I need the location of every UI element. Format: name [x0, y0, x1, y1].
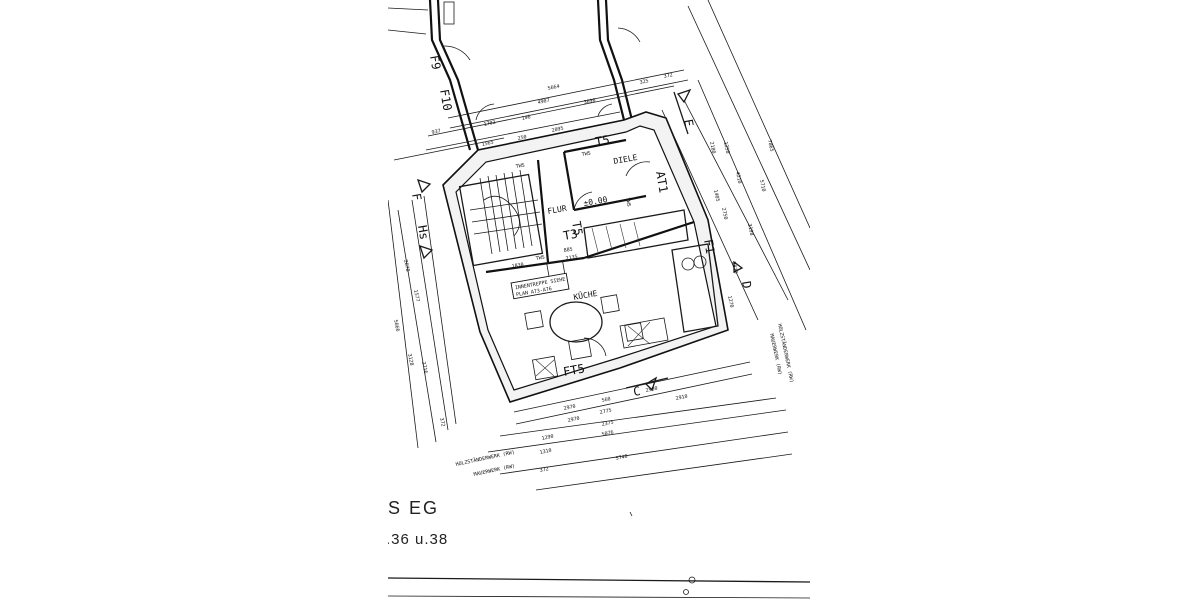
level-label: ±0.00	[583, 195, 608, 208]
plan-subtitle: .36 u.38	[388, 531, 448, 548]
door-label-t5-flur: T5	[569, 220, 585, 237]
dim-text: 2970	[563, 404, 576, 412]
dim-text: 2900	[645, 386, 658, 394]
window-label-f1: F1	[701, 238, 717, 255]
dim-text: 1290	[541, 434, 554, 442]
door-swings	[475, 103, 651, 357]
section-label-hs: Hs	[415, 224, 431, 241]
dim-text: 1830	[511, 262, 524, 270]
dim-text: 5666	[392, 319, 400, 332]
dim-text: 3198	[746, 223, 754, 236]
dim-text: 937	[431, 128, 441, 136]
scan-margin-left	[0, 0, 388, 600]
dim-text: 2716	[420, 361, 428, 374]
stair-label-tws-b: TWS	[535, 254, 545, 261]
dim-text: 1310	[539, 448, 552, 456]
dim-text: 4210	[734, 171, 742, 184]
door-label-t3: T3	[562, 227, 579, 243]
floor-plan-sheet: FLUR DIELE KÜCHE T5 T5 T3 FT5 AT1 F1 F9 …	[388, 0, 810, 600]
dim-text: 2180	[708, 141, 716, 154]
dim-text: 2970	[567, 416, 580, 424]
section-markers	[416, 88, 744, 392]
section-label-f: F	[409, 192, 424, 202]
dim-text: 1702	[483, 120, 496, 128]
dim-text: 1270	[726, 295, 734, 308]
dim-text: 250	[517, 134, 527, 142]
room-label-kueche: KÜCHE	[573, 288, 599, 302]
dim-text: 1565	[481, 140, 494, 148]
dim-text: 2095	[551, 126, 564, 134]
section-label-e: E	[681, 118, 696, 128]
dim-text: 5076	[601, 430, 614, 438]
dim-text: 5710	[758, 179, 766, 192]
kitchen-counters	[583, 209, 719, 349]
dim-text: 2375	[601, 420, 614, 428]
dim-text: 1405	[712, 189, 720, 202]
window-label-f9: F9	[427, 54, 443, 71]
dim-text: 325	[639, 78, 649, 86]
dimension-lines	[388, 0, 810, 491]
dim-text: 3128	[406, 353, 414, 366]
dim-text: 372	[438, 417, 446, 427]
dim-text: 885	[563, 246, 573, 253]
dim-text: 560	[601, 396, 611, 404]
dim-text: 372	[539, 466, 549, 474]
scan-margin-right	[810, 0, 1200, 600]
dim-text: 7865	[766, 139, 774, 152]
section-label-d: D	[739, 280, 754, 290]
room-label-diele: DIELE	[613, 153, 638, 166]
dim-text: 2775	[599, 408, 612, 416]
dim-text: 2870	[730, 261, 738, 274]
stair-note-box	[510, 272, 570, 300]
window-label-f10: F10	[437, 88, 455, 112]
dim-text: 2135	[565, 254, 578, 262]
dim-text: 2750	[720, 207, 728, 220]
dining-table	[524, 260, 644, 381]
plan-title: S EG	[388, 498, 439, 518]
dim-text: 3690	[583, 98, 596, 106]
door-label-t5-top: T5	[594, 133, 611, 149]
door-label-at1: AT1	[653, 170, 671, 194]
stair-label-tws-a: TWS	[515, 162, 525, 169]
dim-text: 4907	[537, 98, 550, 106]
dim-text: 1577	[412, 289, 420, 302]
dim-text: 2678	[402, 259, 410, 272]
dim-text: 2910	[675, 394, 688, 402]
room-label-flur: FLUR	[547, 204, 568, 216]
staircase	[458, 169, 544, 267]
note-holz-left-2: MAUERWERK (RW)	[473, 463, 515, 478]
door-label-ft5: FT5	[562, 361, 586, 379]
upper-walls	[388, 0, 641, 151]
dim-text: 5740	[615, 454, 628, 462]
dim-text: 146	[521, 114, 531, 122]
dim-text: 1250	[722, 141, 730, 154]
dim-text: 372	[663, 72, 673, 80]
stair-label-tws-c: TWS	[624, 197, 631, 207]
dim-text: 5664	[547, 84, 560, 92]
section-label-c: C	[632, 384, 642, 399]
floor-plan-drawing: FLUR DIELE KÜCHE T5 T5 T3 FT5 AT1 F1 F9 …	[388, 0, 810, 599]
stair-label-tws-d: TWS	[581, 150, 591, 157]
